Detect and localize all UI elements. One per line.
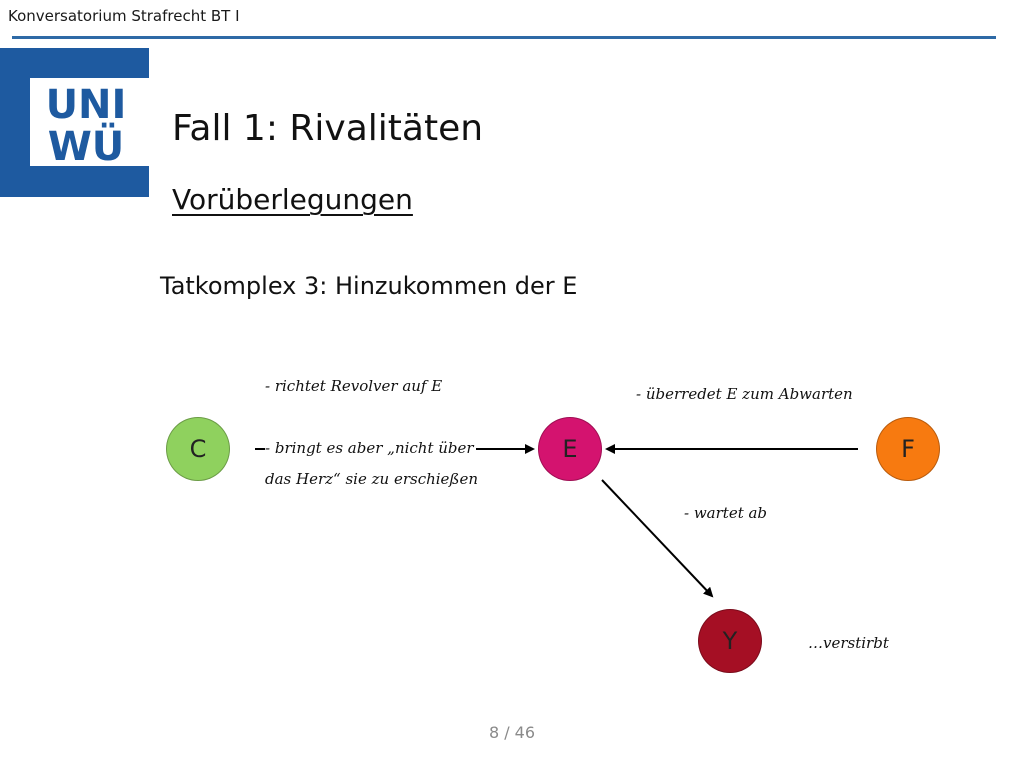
note-e-waits: - wartet ab	[684, 504, 768, 522]
node-y: Y	[698, 609, 762, 673]
page-number: 8 / 46	[488, 723, 536, 742]
logo-text-line1: UNI	[46, 82, 127, 128]
node-e: E	[538, 417, 602, 481]
node-c: C	[166, 417, 230, 481]
course-title: Konversatorium Strafrecht BT I	[8, 7, 240, 25]
note-y-dies: …verstirbt	[808, 634, 889, 652]
university-logo: UNI WÜ	[0, 48, 149, 197]
slide-title: Fall 1: Rivalitäten	[172, 108, 484, 149]
arrow-e-to-y	[601, 479, 714, 598]
section-heading: Tatkomplex 3: Hinzukommen der E	[160, 272, 578, 300]
header-divider	[12, 36, 996, 39]
logo-text-line2: WÜ	[48, 122, 125, 170]
note-c-hesitates: - bringt es aber „nicht über	[265, 439, 476, 457]
note-c-hesitates-cont: das Herz“ sie zu erschießen	[265, 470, 478, 488]
note-c-revolver: - richtet Revolver auf E	[265, 377, 443, 395]
node-f: F	[876, 417, 940, 481]
slide-subtitle: Vorüberlegungen	[172, 183, 413, 216]
note-f-persuades: - überredet E zum Abwarten	[636, 385, 853, 403]
